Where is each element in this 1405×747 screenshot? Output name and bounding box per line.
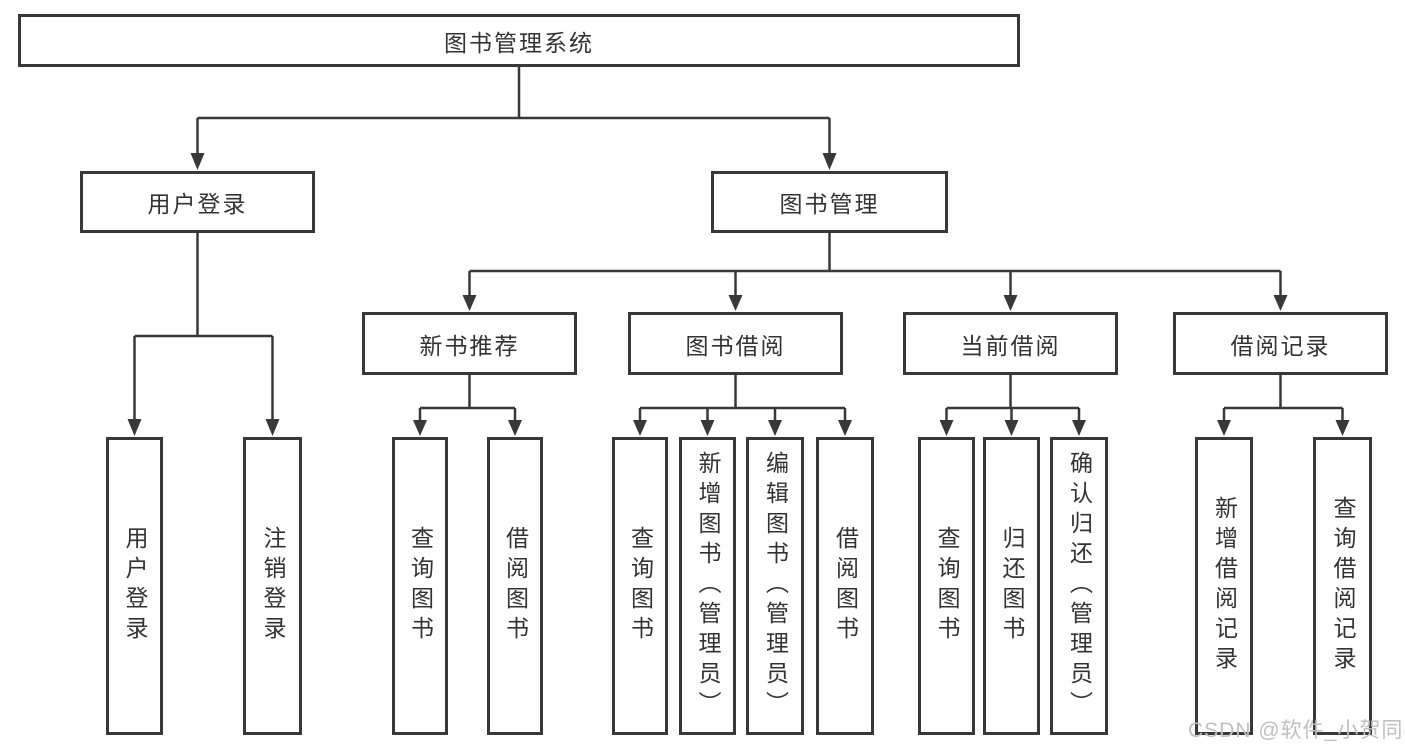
arrowhead-g4-return xyxy=(1004,420,1019,436)
leaf-label: 查询图书 xyxy=(934,526,960,646)
connector-current-borrow-to-leaves xyxy=(945,375,1081,420)
arrowhead-g2-query xyxy=(413,420,427,436)
arrowhead-g4-query xyxy=(939,420,954,436)
arrowhead-user-login xyxy=(190,153,205,170)
leaf-query-books: 查询图书 xyxy=(392,437,448,735)
node-book-borrow: 图书借阅 xyxy=(628,312,843,375)
arrowhead-new-book-rec xyxy=(462,295,477,311)
leaf-query-borrow-record: 查询借阅记录 xyxy=(1313,437,1372,735)
leaf-user-login: 用户登录 xyxy=(106,437,163,735)
arrowhead-g5-query xyxy=(1335,420,1350,436)
leaf-label: 注销登录 xyxy=(260,526,286,646)
leaf-query-books: 查询图书 xyxy=(612,437,668,735)
leaf-label: 用户登录 xyxy=(122,526,148,646)
node-book-mgmt: 图书管理 xyxy=(711,171,948,233)
arrowhead-leaf-logout xyxy=(265,419,280,436)
leaf-label: 确认归还（管理员） xyxy=(1066,451,1093,721)
connector-book-mgmt-to-level3 xyxy=(468,233,1282,295)
arrowhead-g3-add xyxy=(700,420,715,436)
connector-root-to-level2 xyxy=(196,67,831,153)
leaf-label: 查询图书 xyxy=(627,526,654,646)
connector-borrow-records-to-leaves xyxy=(1222,375,1344,420)
leaf-add-books-admin: 新增图书（管理员） xyxy=(679,437,736,735)
leaf-logout: 注销登录 xyxy=(243,437,302,735)
node-current-borrow: 当前借阅 xyxy=(903,312,1118,375)
leaf-add-borrow-record: 新增借阅记录 xyxy=(1195,437,1253,735)
leaf-edit-books-admin: 编辑图书（管理员） xyxy=(746,437,804,735)
arrowhead-g5-add xyxy=(1217,420,1231,436)
connector-book-borrow-to-leaves xyxy=(638,375,847,420)
leaf-confirm-return-admin: 确认归还（管理员） xyxy=(1050,437,1108,735)
leaf-label: 编辑图书（管理员） xyxy=(762,451,789,721)
arrowhead-book-mgmt xyxy=(822,153,837,170)
arrowhead-current-borrow xyxy=(1003,295,1018,311)
leaf-label: 归还图书 xyxy=(999,526,1025,646)
leaf-return-books: 归还图书 xyxy=(983,437,1040,735)
arrowhead-g3-query xyxy=(633,420,647,436)
node-root-system: 图书管理系统 xyxy=(18,14,1020,67)
leaf-label: 借阅图书 xyxy=(502,526,529,646)
leaf-borrow-books: 借阅图书 xyxy=(487,437,543,735)
leaf-label: 查询借阅记录 xyxy=(1330,496,1356,676)
leaf-label: 查询图书 xyxy=(407,526,434,646)
leaf-query-books: 查询图书 xyxy=(918,437,975,735)
arrowhead-book-borrow xyxy=(728,295,743,311)
node-new-book-rec: 新书推荐 xyxy=(362,312,577,375)
leaf-label: 新增借阅记录 xyxy=(1211,496,1238,676)
leaf-borrow-books: 借阅图书 xyxy=(816,437,874,735)
arrowhead-g4-confirm xyxy=(1072,420,1086,436)
arrowhead-g2-borrow xyxy=(508,420,522,436)
arrowhead-leaf-user-login xyxy=(127,419,142,436)
leaf-label: 新增图书（管理员） xyxy=(695,451,721,721)
connector-new-book-rec-to-leaves xyxy=(418,375,517,420)
csdn-watermark: CSDN @软件_小贺同学 xyxy=(1188,719,1405,742)
leaf-label: 借阅图书 xyxy=(832,526,859,646)
node-user-login: 用户登录 xyxy=(80,171,315,233)
arrowhead-g3-borrow xyxy=(838,420,852,436)
arrowhead-borrow-records xyxy=(1273,295,1288,311)
arrowhead-g3-edit xyxy=(768,420,782,436)
node-borrow-records: 借阅记录 xyxy=(1173,312,1388,375)
connector-user-login-to-leaves xyxy=(133,233,274,419)
